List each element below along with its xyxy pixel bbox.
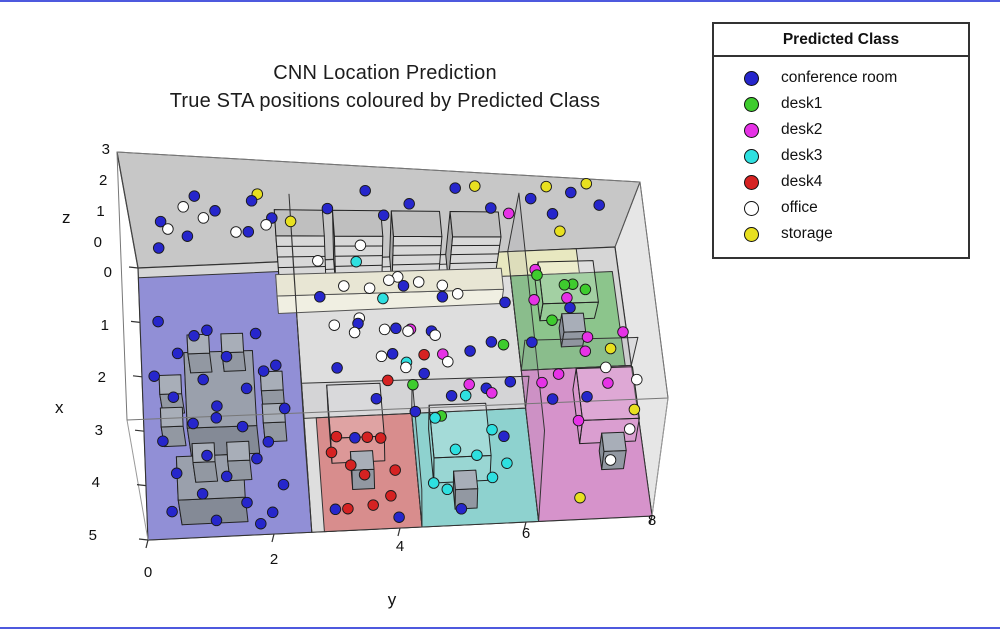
scan-line-artifact (0, 0, 1000, 2)
y-tick-label: 4 (395, 538, 405, 555)
x-tick-label: 5 (88, 527, 97, 544)
scan-line-artifact (0, 627, 1000, 629)
legend-item-label: desk3 (781, 147, 823, 164)
legend-swatch-icon (744, 122, 759, 138)
legend-swatch-icon (744, 148, 759, 164)
z-axis-label: z (62, 208, 71, 227)
legend-swatch-icon (744, 96, 759, 112)
legend: Predicted Class conference room desk1 de… (712, 22, 970, 259)
legend-item: conference room (714, 65, 968, 91)
legend-item-label: desk2 (781, 121, 823, 138)
x-tick-label: 0 (103, 264, 112, 281)
legend-item: storage (714, 221, 968, 247)
y-tick-label: 8 (647, 512, 657, 529)
legend-swatch-icon (744, 70, 759, 86)
x-tick-label: 3 (94, 421, 103, 439)
legend-item: office (714, 195, 968, 221)
legend-item: desk4 (714, 169, 968, 195)
legend-item-label: desk4 (781, 173, 823, 190)
legend-item: desk2 (714, 117, 968, 143)
z-tick-label: 3 (101, 141, 110, 158)
legend-title: Predicted Class (714, 24, 968, 57)
y-axis-label: y (387, 590, 397, 609)
y-tick-label: 2 (269, 551, 279, 568)
chart-title-line1: CNN Location Prediction (273, 62, 497, 84)
x-tick-label: 4 (91, 474, 100, 492)
legend-item: desk3 (714, 143, 968, 169)
y-tick-label: 6 (521, 525, 531, 542)
legend-item-label: storage (781, 225, 833, 242)
legend-item-label: office (781, 199, 818, 216)
x-tick-label: 1 (100, 316, 109, 334)
legend-swatch-icon (744, 174, 759, 190)
x-axis-label: x (55, 398, 64, 417)
legend-item-label: conference room (781, 69, 898, 86)
legend-swatch-icon (744, 226, 759, 242)
chart-title-line2: True STA positions coloured by Predicted… (169, 90, 601, 112)
z-tick-label: 1 (96, 203, 105, 220)
z-tick-label: 2 (98, 172, 108, 189)
legend-item-label: desk1 (781, 95, 823, 112)
legend-rows: conference room desk1 desk2 desk3 desk4 … (714, 57, 968, 257)
x-tick-label: 2 (97, 369, 106, 387)
z-tick-label: 0 (93, 234, 102, 251)
legend-item: desk1 (714, 91, 968, 117)
y-tick-label: 0 (143, 564, 153, 581)
legend-swatch-icon (744, 200, 759, 216)
